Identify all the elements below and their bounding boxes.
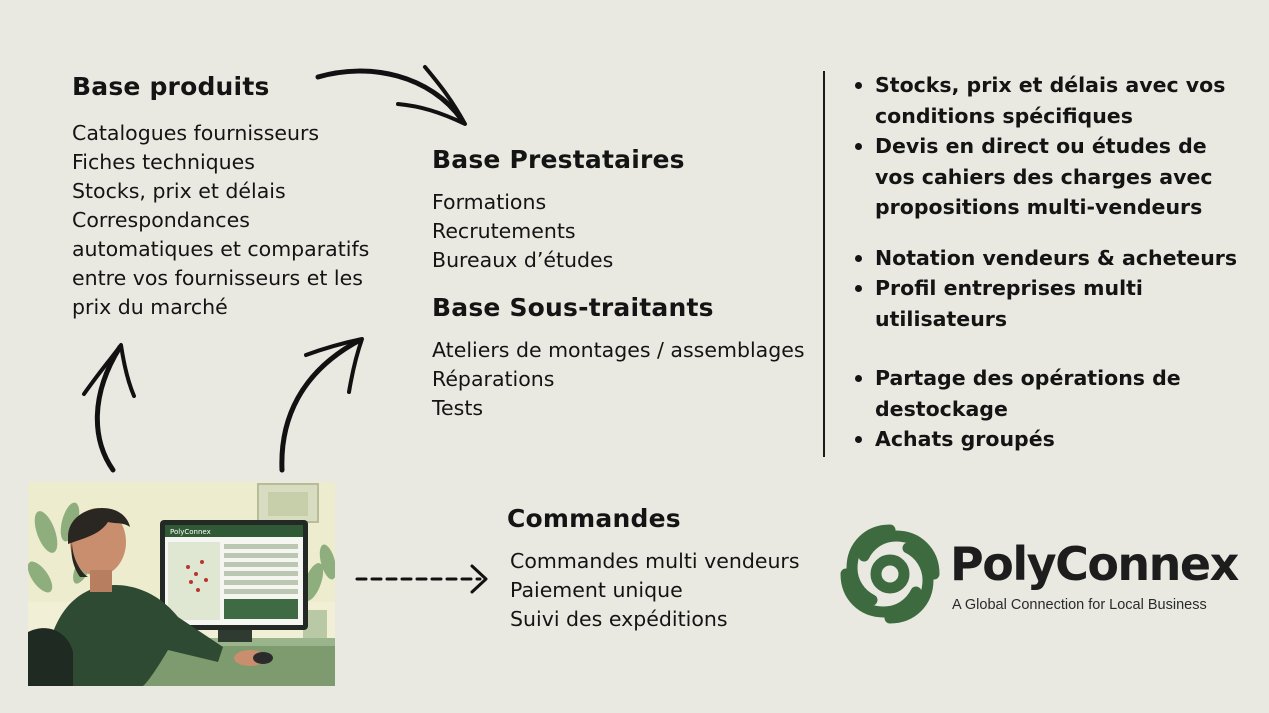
list-item: Stocks, prix et délais <box>72 179 286 203</box>
list-item: Paiement unique <box>510 578 683 602</box>
feature-item: Partage des opérations de destockage <box>853 363 1253 424</box>
curved-arrow-icon <box>279 337 364 473</box>
list-item: Ateliers de montages / assemblages <box>432 338 805 362</box>
list-item: Recrutements <box>432 219 576 243</box>
vertical-divider <box>823 71 825 457</box>
list-item: Formations <box>432 190 547 214</box>
commandes-section: Commandes Commandes multi vendeurs Paiem… <box>507 504 827 634</box>
list-item: Correspondances <box>72 208 250 232</box>
base-produits-list: Catalogues fournisseurs Fiches technique… <box>72 119 392 322</box>
illustration-image: PolyConnex <box>28 482 335 686</box>
feature-item: Stocks, prix et délais avec vos conditio… <box>853 70 1253 131</box>
base-prestataires-list: Formations Recrutements Bureaux d’études <box>432 188 812 275</box>
base-produits-title: Base produits <box>72 72 270 101</box>
features-list: Stocks, prix et délais avec vos conditio… <box>853 70 1253 455</box>
list-item: Catalogues fournisseurs <box>72 121 320 145</box>
commandes-list: Commandes multi vendeurs Paiement unique… <box>510 547 827 634</box>
screen-app-name: PolyConnex <box>170 528 211 536</box>
commandes-title: Commandes <box>507 504 681 533</box>
base-produits-section: Base produits Catalogues fournisseurs Fi… <box>72 72 392 322</box>
list-item: automatiques et comparatifs <box>72 237 370 261</box>
brand-name: PolyConnex <box>950 537 1239 591</box>
logo-rings-icon <box>840 524 940 624</box>
list-item: Suivi des expéditions <box>510 607 728 631</box>
base-sous-traitants-section: Base Sous-traitants Ateliers de montages… <box>432 293 812 423</box>
list-item: Réparations <box>432 367 555 391</box>
list-item: Fiches techniques <box>72 150 255 174</box>
feature-item: Notation vendeurs & acheteurs <box>853 243 1253 274</box>
curved-arrow-icon <box>82 343 136 473</box>
base-sous-traitants-title: Base Sous-traitants <box>432 293 714 322</box>
list-item: entre vos fournisseurs et les <box>72 266 363 290</box>
base-prestataires-title: Base Prestataires <box>432 145 685 174</box>
list-item: Bureaux d’études <box>432 248 614 272</box>
list-item: Tests <box>432 396 484 420</box>
feature-item: Profil entreprises multi utilisateurs <box>853 273 1253 334</box>
curved-arrow-icon <box>315 65 467 126</box>
base-prestataires-section: Base Prestataires Formations Recrutement… <box>432 145 812 275</box>
list-item: prix du marché <box>72 295 228 319</box>
dashed-arrow-icon <box>355 564 488 594</box>
base-sous-traitants-list: Ateliers de montages / assemblages Répar… <box>432 336 812 423</box>
feature-item: Devis en direct ou études de vos cahiers… <box>853 131 1253 223</box>
list-item: Commandes multi vendeurs <box>510 549 800 573</box>
feature-item: Achats groupés <box>853 424 1253 455</box>
brand-tagline: A Global Connection for Local Business <box>952 597 1207 613</box>
